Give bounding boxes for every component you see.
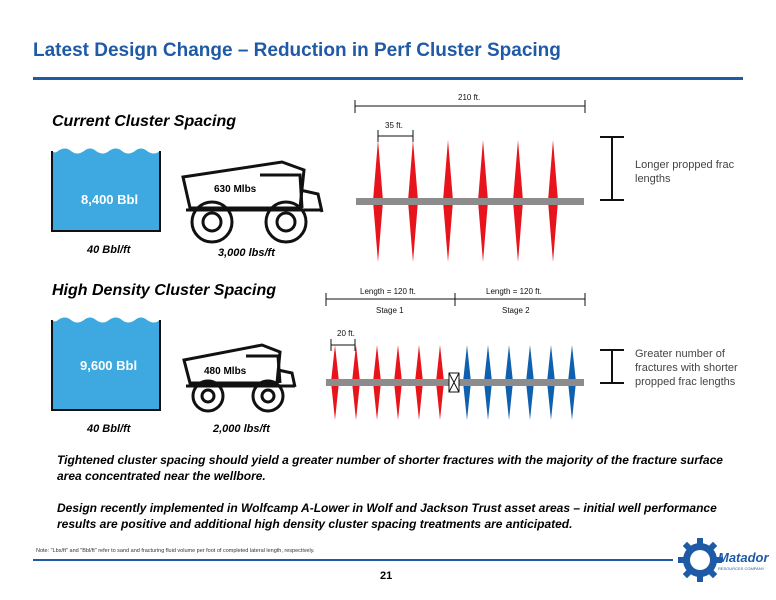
stage1-label: Stage 1	[376, 306, 404, 315]
page-title: Latest Design Change – Reduction in Perf…	[33, 40, 561, 61]
dump-truck-current	[181, 160, 324, 244]
title-divider	[33, 77, 743, 80]
cluster-spacing-current: 35 ft.	[385, 121, 403, 130]
logo-tagline: RESOURCES COMPANY	[718, 566, 765, 571]
truck-load-high-density: 480 Mlbs	[204, 366, 247, 377]
side-note-high-density: Greater number of fractures with shorter…	[635, 348, 738, 388]
length-bracket-high-density	[600, 349, 624, 384]
total-span-label: 210 ft.	[458, 93, 481, 102]
footer-divider	[33, 559, 673, 561]
current-spacing-heading: Current Cluster Spacing	[52, 113, 237, 130]
page-number: 21	[380, 570, 393, 582]
fluid-intensity-current: 40 Bbl/ft	[87, 244, 131, 256]
stage1-length-label: Length = 120 ft.	[360, 287, 416, 296]
water-tank-high-density	[51, 317, 161, 411]
proppant-intensity-current: 3,000 lbs/ft	[218, 247, 275, 259]
truck-load-current: 630 Mlbs	[214, 184, 257, 195]
stage2-label: Stage 2	[502, 306, 530, 315]
matador-logo-icon	[678, 538, 722, 582]
tank-volume-high-density: 9,600 Bbl	[80, 358, 138, 373]
logo-wordmark: Matador	[718, 550, 769, 565]
stage-dimension	[325, 293, 586, 351]
length-bracket-current	[600, 136, 624, 201]
frac-plug	[448, 372, 460, 393]
proppant-intensity-high-density: 2,000 lbs/ft	[213, 423, 270, 435]
cluster-spacing-high-density: 20 ft.	[337, 329, 355, 338]
water-tank-current	[51, 148, 161, 232]
side-note-current: Longer propped frac lengths	[635, 159, 735, 185]
fluid-intensity-high-density: 40 Bbl/ft	[87, 423, 131, 435]
tank-volume-current: 8,400 Bbl	[81, 192, 139, 207]
high-density-heading: High Density Cluster Spacing	[52, 282, 277, 299]
footnote: Note: "Lbs/ft" and "Bbl/ft" refer to san…	[36, 548, 315, 554]
dump-truck-high-density	[182, 343, 297, 413]
summary-paragraph-1: Tightened cluster spacing should yield a…	[57, 453, 723, 483]
wellbore-current	[356, 198, 584, 205]
summary-paragraph-2: Design recently implemented in Wolfcamp …	[57, 501, 717, 531]
stage2-length-label: Length = 120 ft.	[486, 287, 542, 296]
